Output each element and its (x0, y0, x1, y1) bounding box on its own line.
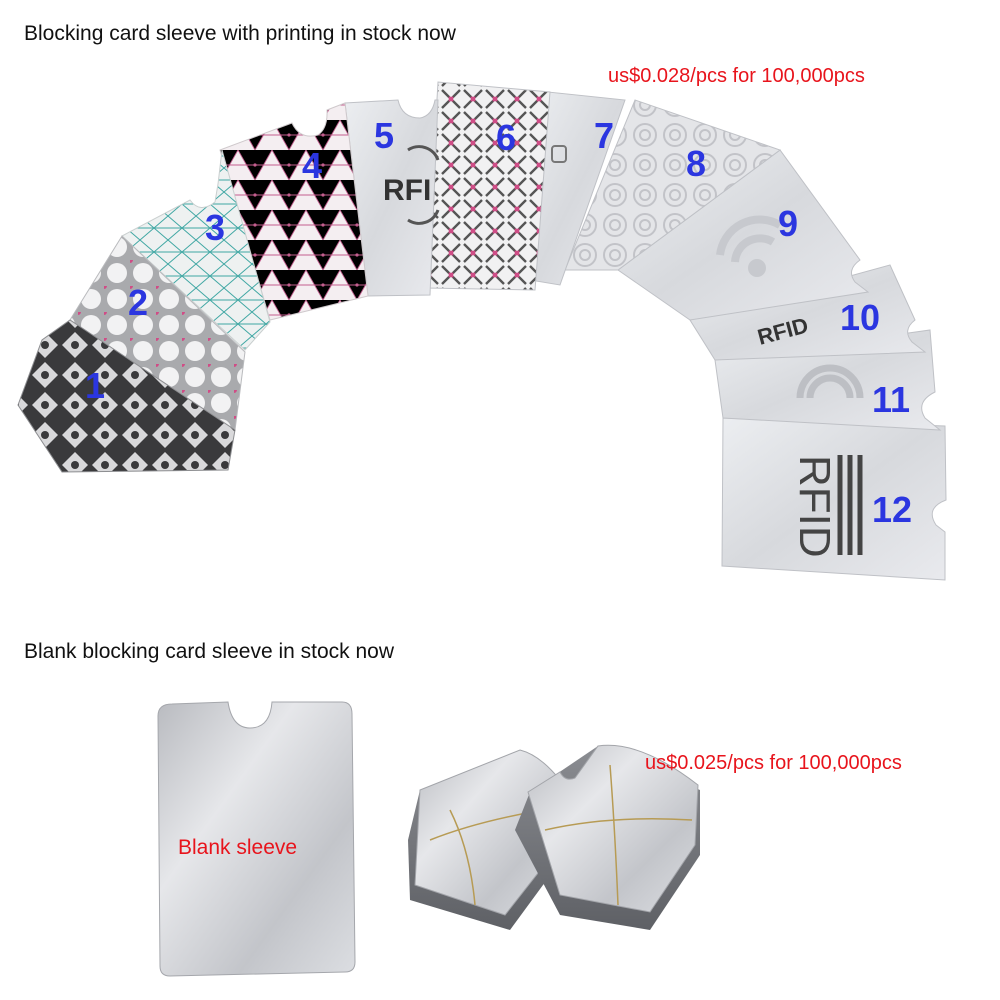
sleeve-10: RFID (689, 264, 927, 361)
blank-price-label: us$0.025/pcs for 100,000pcs (645, 752, 902, 774)
sleeve-number-9: 9 (778, 203, 798, 244)
blank-sleeves-illustration (157, 701, 700, 977)
sleeve-number-8: 8 (686, 143, 706, 184)
blank-sleeve-label: Blank sleeve (178, 836, 298, 859)
single-blank-sleeve (157, 701, 356, 977)
sleeve-number-4: 4 (302, 145, 322, 186)
sleeve-12-logo: RFID (790, 455, 839, 558)
sleeve-number-3: 3 (205, 207, 225, 248)
blank-section-heading: Blank blocking card sleeve in stock now (24, 640, 395, 663)
sleeve-number-1: 1 (85, 365, 105, 406)
sleeve-9 (617, 149, 870, 321)
printed-price-label: us$0.028/pcs for 100,000pcs (608, 65, 865, 87)
sleeve-number-6: 6 (496, 117, 516, 158)
printed-section-heading: Blocking card sleeve with printing in st… (24, 22, 456, 45)
sleeve-4 (219, 102, 369, 321)
sleeve-12: RFID (721, 417, 947, 581)
sleeve-3 (121, 149, 271, 351)
printed-sleeves-fan: RFID RFID RFI (0, 80, 1000, 600)
sleeve-number-7: 7 (594, 115, 614, 156)
blank-sleeve-stack-left (408, 749, 565, 930)
sleeve-number-12: 12 (872, 489, 912, 530)
sleeve-number-2: 2 (128, 282, 148, 323)
sleeve-number-10: 10 (840, 297, 880, 338)
sleeve-5-logo: RFI (383, 174, 431, 207)
blank-sleeve-stack-right (515, 744, 700, 930)
sleeves-illustration: RFID RFID RFI (17, 81, 947, 581)
sleeve-number-11: 11 (872, 379, 910, 420)
sleeve-number-5: 5 (374, 115, 394, 156)
sleeve-5: RFI (344, 99, 440, 297)
sleeve-6 (425, 81, 551, 291)
sleeve-1 (17, 319, 236, 473)
sleeve-8 (564, 99, 782, 271)
